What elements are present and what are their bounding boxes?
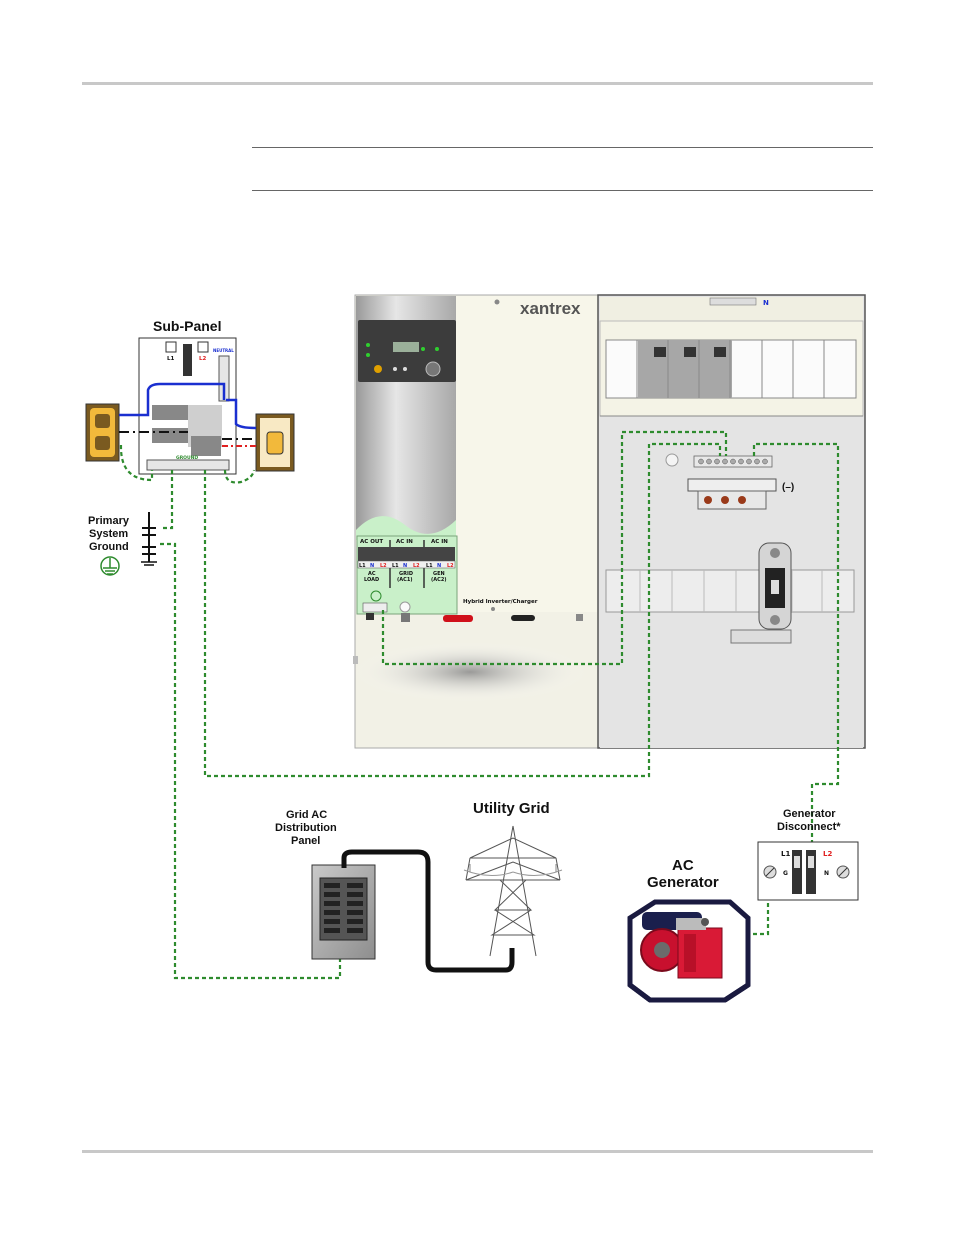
terminal-l2-out: L2 [380,563,387,569]
gen-disconnect-l2: L2 [823,850,832,858]
utility-grid-title: Utility Grid [473,800,550,817]
gen-disconnect-label-2: Disconnect* [777,821,841,833]
grid-panel-label-1: Grid AC [286,809,327,821]
grid-distribution-panel [312,865,375,959]
subpanel-title: Sub-Panel [153,318,221,334]
subpanel-ground-bar [147,460,229,470]
control-knob [426,362,440,376]
negative-bus-label: (–) [782,482,794,493]
terminal-l1-out: L1 [359,563,366,569]
grid-panel-label-2: Distribution [275,822,337,834]
gen-label-2: (AC2) [431,577,447,583]
outlet-right [256,414,294,471]
ground-label-1: Primary [88,515,130,527]
main-breaker [183,344,192,376]
ground-rod [141,512,157,565]
indicator-light [374,365,382,373]
terminal-n-out: N [370,563,374,569]
lcd-display [393,342,419,352]
subpanel-neutral-label: NEUTRAL [213,348,234,353]
positive-dc-terminal [443,615,473,622]
ac-generator [630,902,748,1000]
ground-label-2: System [89,528,128,540]
ground-symbol [101,557,119,575]
power-distribution-panel: N (–) [598,295,865,748]
terminal-n-gen: N [437,563,441,569]
ac-generator-label-2: Generator [647,874,719,891]
subpanel-l1-label: L1 [167,356,175,362]
terminal-n-grid: N [403,563,407,569]
gen-disconnect-g: G [783,870,788,877]
ac-in-2-label: AC IN [431,539,448,545]
panel-ground-symbol [666,454,678,466]
ac-out-label: AC OUT [360,539,383,545]
transmission-tower [464,826,562,956]
brand-logo: xantrex [520,299,581,318]
outlet-left [86,404,119,461]
ac-load-label-2: LOAD [364,577,379,583]
terminal-l2-grid: L2 [413,563,420,569]
gen-disconnect-l1: L1 [781,850,790,858]
gen-disconnect-label-1: Generator [783,808,836,820]
neutral-bus-bar [710,298,756,305]
terminal-l1-gen: L1 [426,563,433,569]
terminal-l1-grid: L1 [392,563,399,569]
neutral-bus-label: N [763,299,769,307]
ground-label-3: Ground [89,541,129,553]
grid-label-2: (AC1) [397,577,413,583]
model-label: Hybrid Inverter/Charger [463,599,538,605]
gen-disconnect-n: N [824,870,829,877]
sub-panel: L1 L2 NEUTRAL GROUND [139,338,236,474]
ac-breaker-bank [606,570,854,612]
subpanel-ground-label: GROUND [176,455,198,461]
generator-disconnect [758,842,858,900]
dc-breaker-row [606,340,856,398]
ac-in-1-label: AC IN [396,539,413,545]
subpanel-l2-label: L2 [199,356,207,362]
negative-bus-bar [688,479,776,491]
terminal-l2-gen: L2 [447,563,454,569]
grid-panel-label-3: Panel [291,835,320,847]
ac-generator-label-1: AC [672,857,694,874]
inverter-unit: xantrex AC OUT AC IN AC IN L1 N L2 L1 N … [352,295,598,748]
negative-dc-terminal [511,615,535,621]
